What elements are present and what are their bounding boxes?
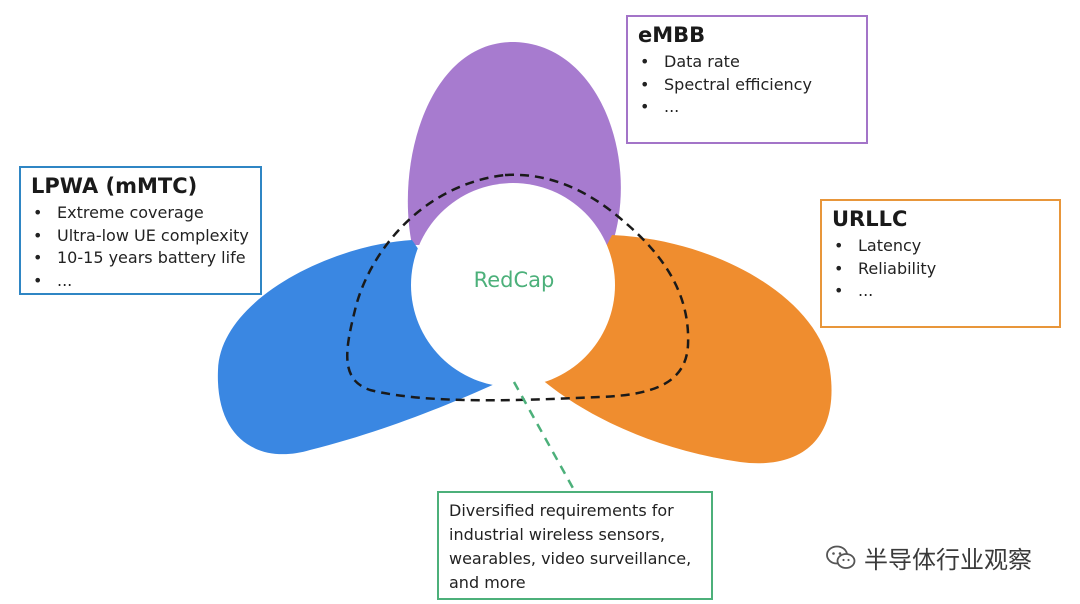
embb-petal	[407, 41, 621, 245]
embb-list: Data rate Spectral efficiency ...	[638, 51, 856, 119]
redcap-connector-line	[512, 381, 576, 491]
redcap-label: RedCap	[473, 268, 555, 292]
mmtc-item: 10-15 years battery life	[31, 247, 250, 270]
mmtc-item: Ultra-low UE complexity	[31, 225, 250, 248]
watermark-text: 半导体行业观察	[864, 546, 1032, 574]
wechat-icon	[826, 545, 856, 569]
urllc-title: URLLC	[832, 207, 908, 231]
redcap-center-circle	[411, 183, 615, 387]
urllc-list: Latency Reliability ...	[832, 235, 1049, 303]
urllc-item: Latency	[832, 235, 1049, 258]
redcap-dashed-boundary	[346, 173, 690, 402]
mmtc-box: LPWA (mMTC) Extreme coverage Ultra-low U…	[19, 166, 262, 295]
urllc-box: URLLC Latency Reliability ...	[820, 199, 1061, 328]
mmtc-item: ...	[31, 270, 250, 293]
embb-box: eMBB Data rate Spectral efficiency ...	[626, 15, 868, 144]
embb-title: eMBB	[638, 23, 706, 47]
watermark: 半导体行业观察	[826, 540, 1032, 575]
redcap-requirements-box: Diversified requirements for industrial …	[437, 491, 713, 600]
redcap-requirements-text: Diversified requirements for industrial …	[449, 501, 692, 592]
mmtc-list: Extreme coverage Ultra-low UE complexity…	[31, 202, 250, 292]
urllc-item: Reliability	[832, 258, 1049, 281]
mmtc-item: Extreme coverage	[31, 202, 250, 225]
urllc-item: ...	[832, 280, 1049, 303]
embb-item: Spectral efficiency	[638, 74, 856, 97]
embb-item: ...	[638, 96, 856, 119]
mmtc-title: LPWA (mMTC)	[31, 174, 198, 198]
embb-item: Data rate	[638, 51, 856, 74]
